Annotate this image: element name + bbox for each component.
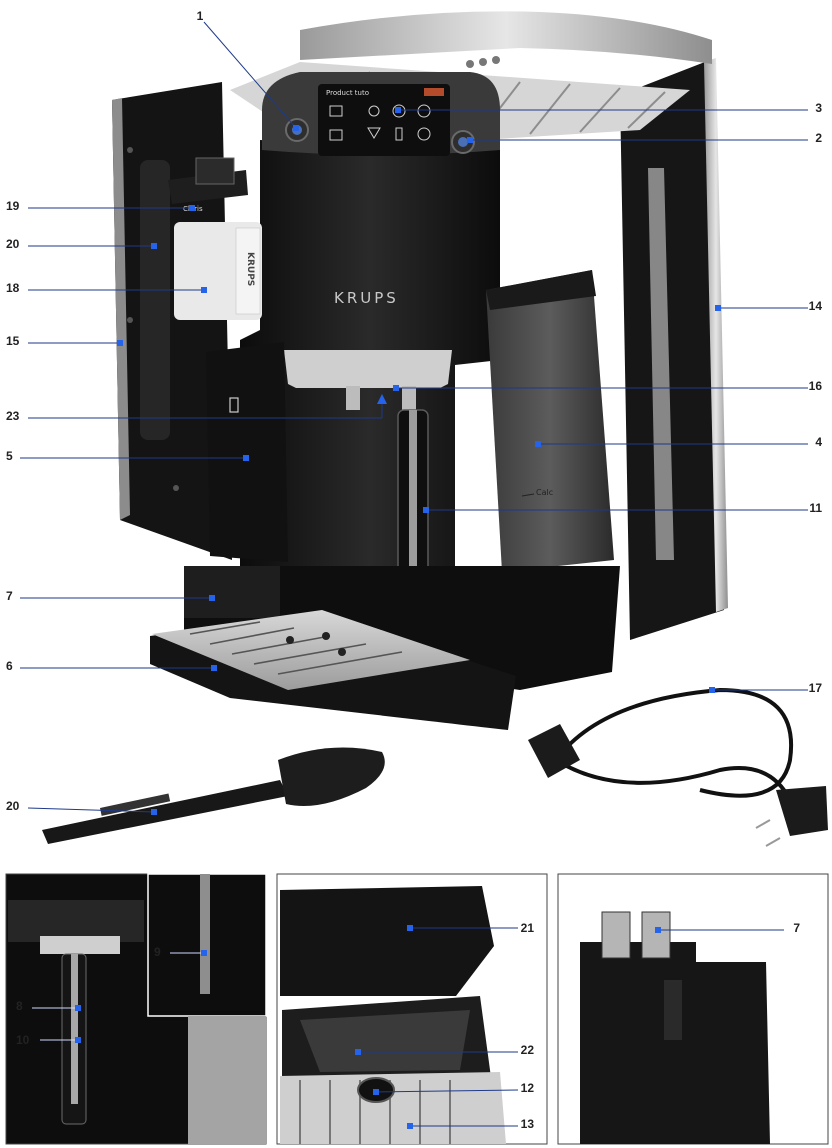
coffee-grounds-container [206, 342, 288, 562]
callout-number-21: 21 [521, 921, 535, 935]
callout-marker-20 [151, 243, 157, 249]
brand-logo: KRUPS [334, 289, 399, 307]
callout-number-18: 18 [6, 281, 20, 295]
callout-number-7b: 7 [793, 921, 800, 935]
callout-number-16: 16 [809, 379, 823, 393]
callout-marker-10 [75, 1037, 81, 1043]
callout-number-19: 19 [6, 199, 20, 213]
callout-marker-9 [201, 950, 207, 956]
callout-marker-11 [423, 507, 429, 513]
callout-number-8: 8 [16, 999, 23, 1013]
callout-number-3: 3 [815, 101, 822, 115]
callout-marker-2 [467, 137, 473, 143]
callout-number-20b: 20 [6, 799, 20, 813]
callout-marker-22 [355, 1049, 361, 1055]
right-door-panel [620, 60, 724, 640]
callout-marker-7 [209, 595, 215, 601]
leader-line-1 [203, 21, 297, 129]
arrow-icon [377, 394, 387, 404]
callout-marker-19 [189, 205, 195, 211]
leader-line-12 [375, 1089, 519, 1093]
inset-a [5, 873, 267, 1145]
callout-number-23: 23 [6, 409, 20, 423]
callout-number-9: 9 [154, 945, 161, 959]
callout-number-1: 1 [197, 9, 204, 23]
callout-marker-4 [535, 441, 541, 447]
callout-marker-5 [243, 455, 249, 461]
callout-number-7: 7 [6, 589, 13, 603]
callout-marker-20b [151, 809, 157, 815]
display-title: Product tuto [326, 89, 369, 97]
callout-number-22: 22 [521, 1043, 535, 1057]
callout-marker-16 [393, 385, 399, 391]
top-lid [300, 11, 712, 65]
callout-number-11: 11 [809, 501, 822, 515]
callout-marker-18 [201, 287, 207, 293]
leader-line-20b [27, 807, 155, 813]
callout-marker-3 [395, 107, 401, 113]
callout-marker-14 [715, 305, 721, 311]
inset-c [557, 873, 829, 1145]
callout-marker-8 [75, 1005, 81, 1011]
callout-number-5: 5 [6, 449, 13, 463]
callout-number-13: 13 [521, 1117, 535, 1131]
callout-number-15: 15 [6, 334, 20, 348]
callout-marker-7b [655, 927, 661, 933]
callout-number-17: 17 [809, 681, 823, 695]
inset-b [276, 873, 548, 1145]
callout-marker-12 [373, 1089, 379, 1095]
drip-tray-grid [152, 610, 470, 690]
power-cord [528, 687, 828, 847]
callout-number-20: 20 [6, 237, 20, 251]
touch-display [318, 84, 450, 156]
water-tank-calc-mark: Calc [536, 488, 553, 497]
callout-number-4: 4 [815, 435, 822, 449]
coffee-dispenser [284, 350, 452, 388]
callout-number-12: 12 [521, 1081, 535, 1095]
bottle-label: KRUPS [245, 252, 255, 286]
cleaning-spoon-tool [42, 747, 385, 844]
callout-marker-15 [117, 340, 123, 346]
machine-base [184, 566, 620, 690]
callout-marker-17 [709, 687, 715, 693]
callout-marker-1 [293, 125, 299, 131]
machine-illustration: Product tuto KRUPS Claris KRUPS [42, 11, 828, 847]
callout-number-10: 10 [16, 1033, 30, 1047]
callout-marker-21 [407, 925, 413, 931]
water-tank [486, 270, 614, 572]
callout-number-2: 2 [815, 131, 822, 145]
callout-number-14: 14 [809, 299, 823, 313]
callout-number-6: 6 [6, 659, 13, 673]
callout-marker-6 [211, 665, 217, 671]
callout-marker-13 [407, 1123, 413, 1129]
